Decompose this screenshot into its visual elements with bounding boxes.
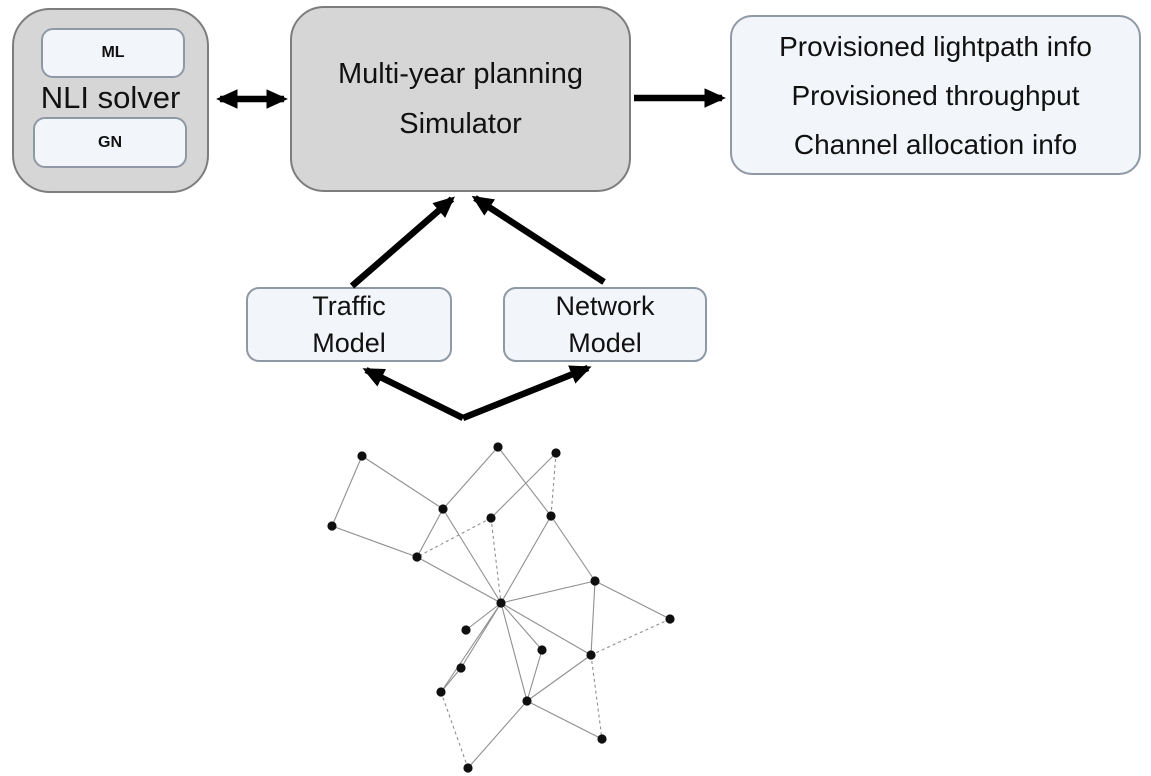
topology-edge <box>500 602 543 651</box>
topology-edge <box>550 515 596 582</box>
outputs-box: Provisioned lightpath info Provisioned t… <box>730 15 1141 175</box>
topology-node <box>493 442 503 452</box>
topology-edge-dashed <box>416 517 492 558</box>
arrow-topology-to-network <box>461 364 592 422</box>
topology-node <box>436 687 446 697</box>
topology-node <box>327 521 337 531</box>
traffic-model-label-line1: Traffic <box>312 290 386 321</box>
output-throughput-label: Provisioned throughput <box>791 79 1080 111</box>
topology-edge <box>467 700 528 769</box>
traffic-model-label-line2: Model <box>312 327 386 358</box>
topology-node <box>486 513 496 523</box>
topology-edge <box>500 602 592 656</box>
topology-node <box>412 552 422 562</box>
ml-model-label: ML <box>101 44 125 61</box>
topology-node <box>496 598 506 608</box>
arrow-traffic-to-simulator <box>349 196 455 289</box>
gn-model-box: GN <box>33 117 187 168</box>
topology-node <box>522 696 532 706</box>
topology-edge <box>440 602 502 693</box>
topology-edge-dashed <box>550 452 557 517</box>
topology-node <box>438 504 448 514</box>
topology-edge <box>442 508 502 604</box>
topology-edge <box>526 700 603 740</box>
topology-edge <box>442 446 499 510</box>
traffic-model-box: Traffic Model <box>246 287 452 362</box>
topology-edge-dashed <box>440 691 469 769</box>
ml-model-box: ML <box>41 28 185 78</box>
nli-solver-label: NLI solver <box>40 80 181 115</box>
topology-node <box>665 614 675 624</box>
topology-edge <box>416 556 502 604</box>
topology-edge <box>500 580 596 604</box>
topology-node <box>597 734 607 744</box>
topology-edge <box>490 452 557 519</box>
arrow-topology-to-traffic <box>362 367 465 421</box>
output-lightpath-label: Provisioned lightpath info <box>779 30 1092 62</box>
topology-node <box>456 663 466 673</box>
topology-edge <box>526 649 543 702</box>
gn-model-label: GN <box>98 133 122 151</box>
topology-edge <box>361 455 444 510</box>
topology-node <box>546 511 556 521</box>
topology-edge <box>594 580 671 620</box>
topology-node <box>357 451 367 461</box>
topology-edge <box>500 515 552 604</box>
topology-node <box>551 448 561 458</box>
topology-edge <box>460 602 502 669</box>
topology-edge <box>590 580 596 656</box>
network-model-box: Network Model <box>503 287 707 362</box>
topology-node <box>586 650 596 660</box>
output-channel-label: Channel allocation info <box>793 128 1078 160</box>
simulator-label-line1: Multi-year planning <box>337 58 583 90</box>
topology-edge <box>465 602 502 631</box>
simulator-box: Multi-year planning Simulator <box>290 6 631 192</box>
topology-edge <box>331 525 418 558</box>
topology-edge-dashed <box>590 654 603 740</box>
topology-node <box>590 576 600 586</box>
topology-node <box>537 645 547 655</box>
topology-edge <box>331 455 363 527</box>
topology-edge-dashed <box>490 517 502 604</box>
topology-edge <box>497 446 552 517</box>
topology-edge <box>526 654 592 702</box>
simulator-label-line2: Simulator <box>399 108 522 140</box>
arrow-network-to-simulator <box>471 195 606 285</box>
network-model-label-line2: Model <box>568 327 642 358</box>
topology-node <box>463 763 473 773</box>
topology-edge-dashed <box>590 618 671 656</box>
topology-node <box>461 625 471 635</box>
topology-edge <box>416 508 444 558</box>
network-model-label-line1: Network <box>555 290 655 321</box>
topology-edge <box>500 602 528 702</box>
topology-edge <box>440 667 462 693</box>
